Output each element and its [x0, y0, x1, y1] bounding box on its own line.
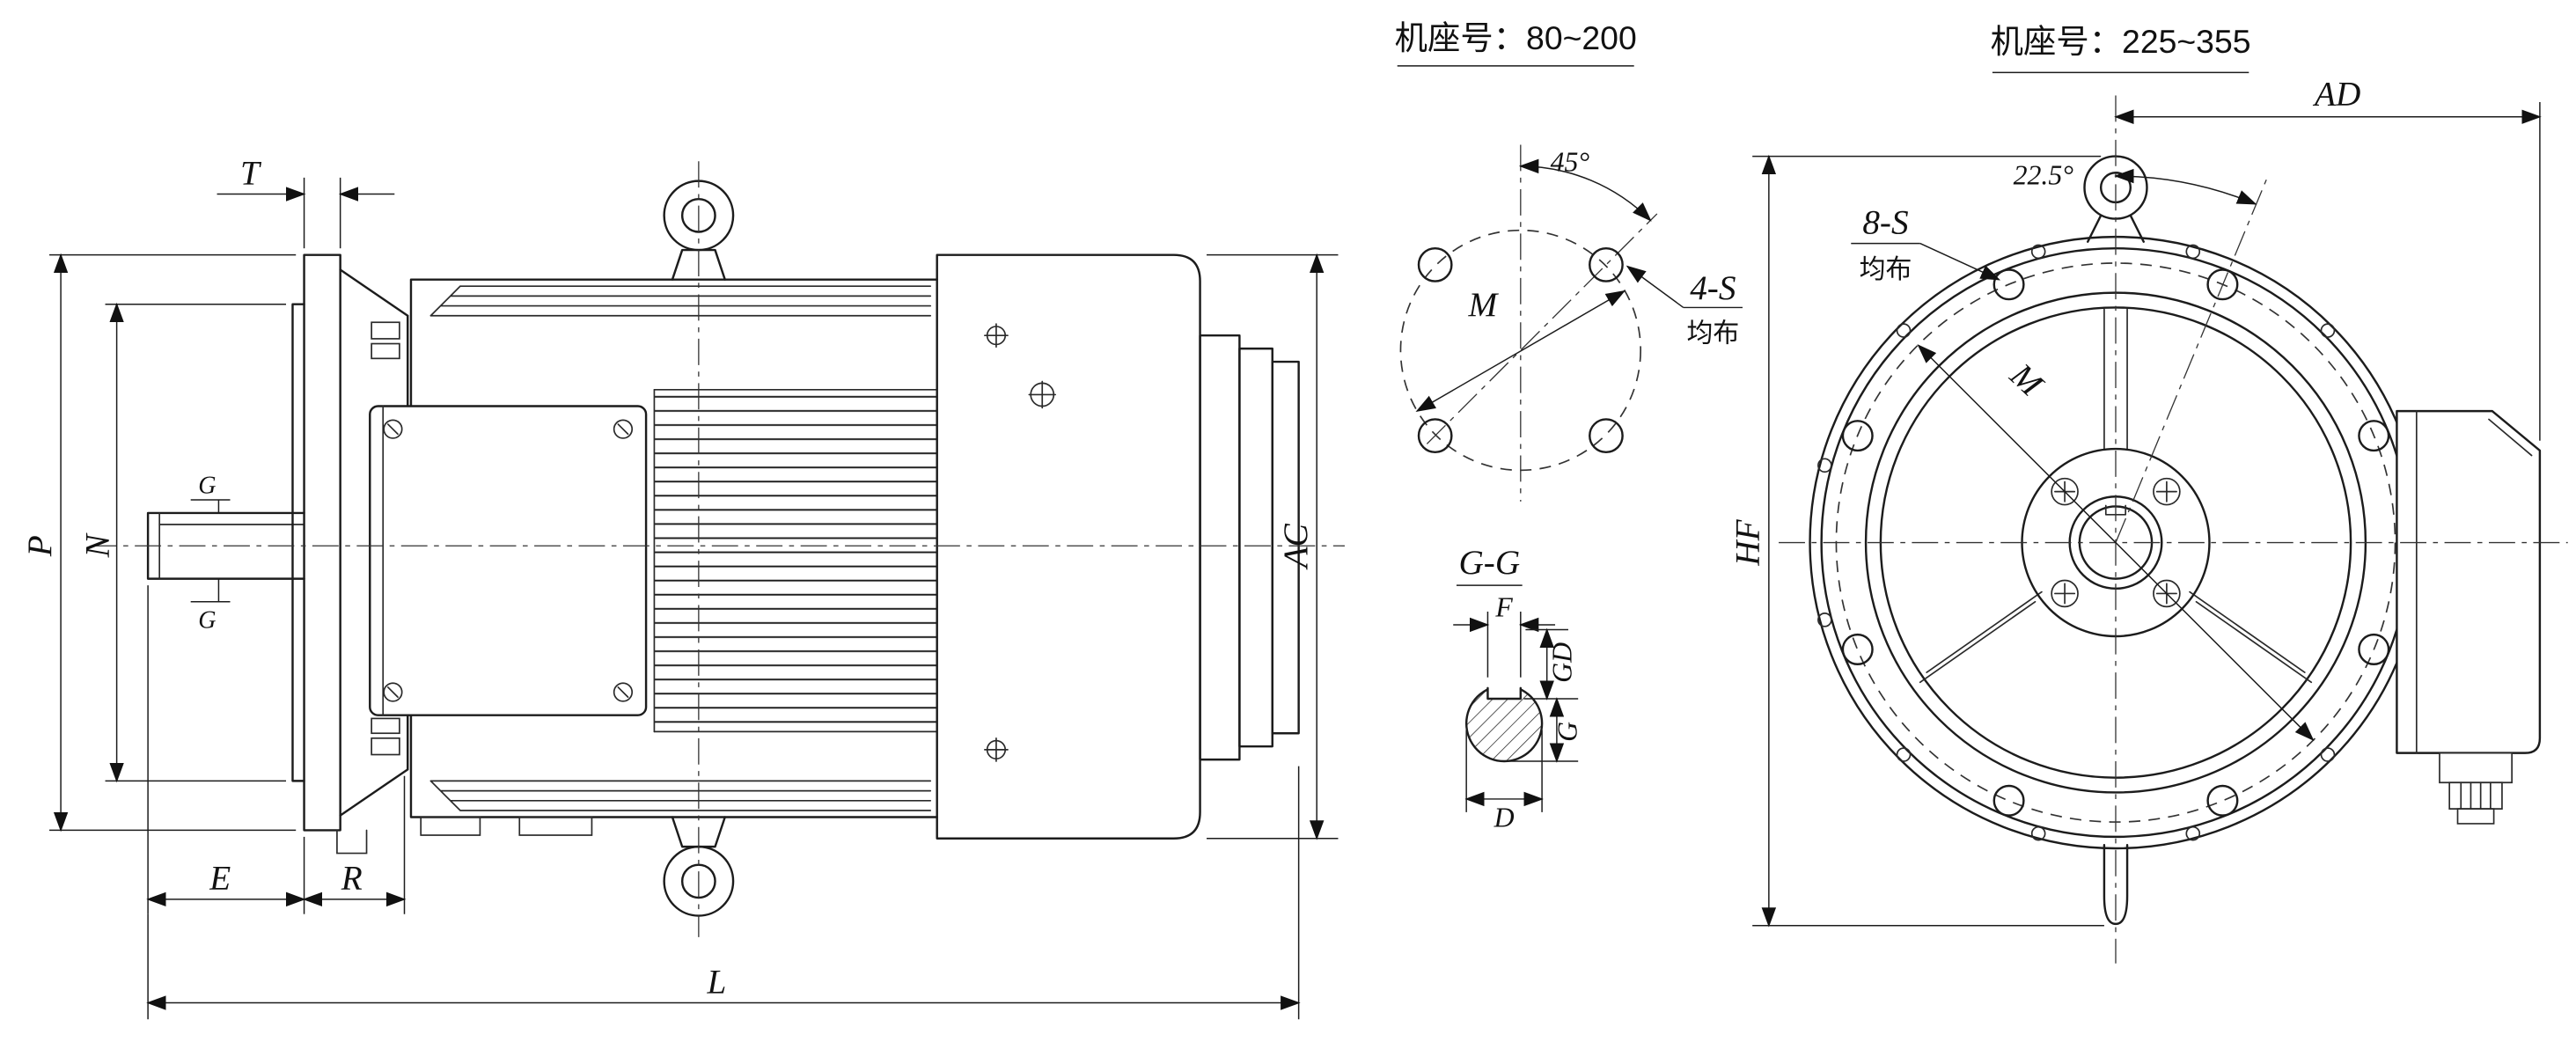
side-view: T P N G G E R: [21, 154, 1345, 1020]
dimension-GD: GD: [1523, 627, 1579, 701]
dimension-G-shaft: G G: [190, 473, 231, 635]
mounting-flange: [291, 253, 409, 855]
dim-label-g-section: G: [1552, 722, 1582, 742]
dimension-D: D: [1464, 730, 1544, 833]
dim-label-ac: AC: [1277, 523, 1315, 570]
dim-label-l: L: [706, 963, 726, 1001]
stator-body: [409, 278, 938, 836]
dim-label-f: F: [1494, 592, 1513, 623]
dimension-E-R: E R: [146, 585, 407, 914]
dim-label-m-large: M: [2002, 356, 2051, 405]
rim-screws: [1817, 244, 2336, 841]
end-rings: [1199, 334, 1300, 761]
dimension-F: F: [1453, 592, 1556, 678]
dim-label-t: T: [240, 154, 262, 192]
cable-gland: [2460, 781, 2492, 810]
keyway-notch: [1486, 686, 1523, 701]
dim-label-p: P: [21, 535, 59, 557]
bolt-hole: [1589, 246, 1624, 282]
dimension-AD: AD: [2114, 76, 2542, 441]
side-centerlines: [90, 161, 1345, 937]
dim-label-r: R: [341, 860, 363, 898]
dim-label-e: E: [209, 860, 231, 898]
dim-label-g-bottom: G: [198, 607, 216, 635]
dim-label-gd: GD: [1547, 642, 1578, 683]
small-flange-title: 机座号：80~200: [1395, 19, 1637, 56]
dim-label-ad: AD: [2312, 76, 2360, 114]
holes-note-large: 均布: [1860, 255, 1912, 284]
bolt-holes-8: [1841, 268, 2390, 817]
dimension-P: P: [21, 253, 297, 833]
dimension-M-small: M: [1415, 286, 1626, 413]
bolt-hole: [1589, 418, 1624, 454]
terminal-box-plate: [369, 405, 648, 756]
bottom-pin: [2103, 844, 2129, 926]
angle-225-label: 22.5°: [2014, 159, 2074, 190]
front-view: 机座号：225~355: [1729, 23, 2568, 964]
dimension-HF: HF: [1729, 154, 2104, 928]
dim-label-n: N: [78, 532, 116, 558]
dimension-T: T: [217, 154, 395, 249]
dim-label-d: D: [1493, 803, 1515, 833]
angle-45-annotation: 45°: [1518, 146, 1652, 222]
section-g-g: G-G F GD G D: [1453, 544, 1582, 833]
angle-225-annotation: 22.5°: [2014, 159, 2257, 205]
terminal-box: [2396, 409, 2542, 825]
dimension-AC: AC: [1207, 253, 1339, 840]
dim-label-hf: HF: [1729, 518, 1767, 566]
dimension-G-section: G: [1507, 697, 1582, 763]
fan-cowl: [936, 253, 1201, 840]
bolt-hole: [1417, 246, 1453, 282]
holes-callout-4S: 4-S 均布: [1626, 265, 1743, 348]
holes-label-4s: 4-S: [1690, 269, 1736, 307]
holes-label-8s: 8-S: [1862, 203, 1908, 241]
angle-45-label: 45°: [1551, 146, 1590, 177]
flange-pattern-small: 机座号：80~200 45° M 4-S 均布: [1395, 19, 1743, 502]
dimension-N: N: [78, 302, 287, 783]
holes-callout-8S: 8-S 均布: [1851, 203, 2001, 284]
large-flange-title: 机座号：225~355: [1991, 23, 2251, 60]
section-title: G-G: [1458, 544, 1520, 582]
bolt-hole: [1417, 418, 1453, 454]
dimension-L: L: [146, 766, 1301, 1020]
dim-label-g-top: G: [198, 473, 216, 500]
holes-note-small: 均布: [1686, 319, 1739, 348]
dim-label-m-small: M: [1468, 286, 1500, 324]
